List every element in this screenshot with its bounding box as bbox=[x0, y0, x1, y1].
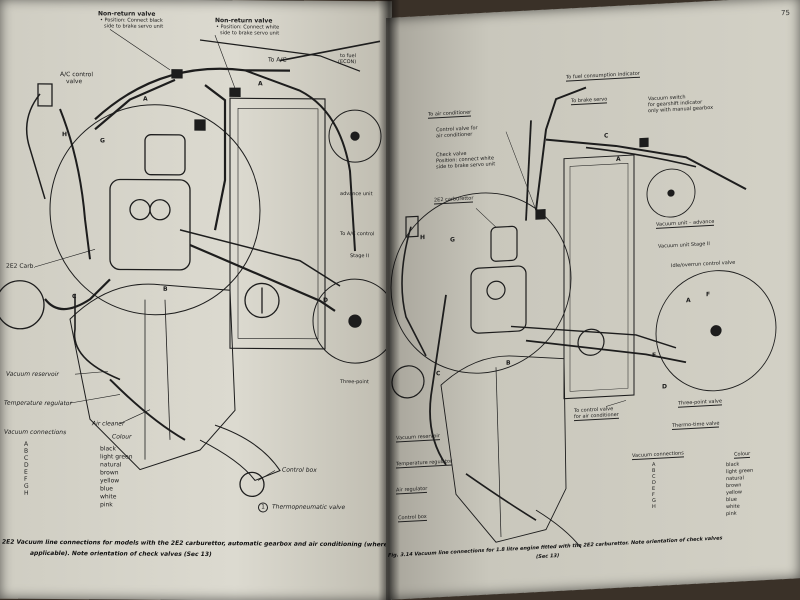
letter-g: G bbox=[100, 137, 105, 145]
letter-b: B bbox=[163, 285, 168, 293]
letter-e: E bbox=[652, 351, 657, 360]
letter-g: G bbox=[450, 236, 455, 244]
right-caption-line-2: (Sec 13) bbox=[536, 552, 560, 561]
conn-letter: A bbox=[24, 440, 29, 448]
letter-a-1: A bbox=[143, 95, 148, 103]
letter-d: D bbox=[323, 296, 328, 304]
right-diagram bbox=[390, 86, 777, 549]
advance-unit-label: advance unit bbox=[340, 191, 373, 198]
left-page: Non-return valve • Position: Connect bla… bbox=[0, 0, 392, 600]
carburettor-body bbox=[470, 265, 527, 334]
air-cleaner-label: Air cleaner bbox=[92, 420, 125, 428]
left-diagram bbox=[0, 29, 392, 498]
temperature-regulator-label: Temperature regulator bbox=[4, 399, 72, 408]
colour-header: Colour bbox=[112, 433, 132, 441]
stage-ii-label: Stage II bbox=[350, 253, 369, 260]
engine-block bbox=[229, 97, 326, 350]
reservoir-circle bbox=[0, 280, 45, 330]
conn-letter: E bbox=[24, 468, 28, 476]
conn-letter: B bbox=[24, 447, 29, 455]
conn-colour: blue bbox=[100, 485, 113, 493]
left-caption-line-2: applicable). Note orientation of check v… bbox=[30, 549, 212, 559]
valve-circle bbox=[655, 270, 777, 392]
letter-c-1: C bbox=[604, 132, 609, 140]
connection-letters-right: A B C D E F G H bbox=[652, 462, 656, 510]
letter-c: C bbox=[72, 293, 77, 301]
econ-label: (ECON) bbox=[338, 58, 357, 66]
to-ac-label: To A/C bbox=[268, 56, 287, 64]
letter-a-2: A bbox=[686, 297, 691, 305]
conn-letter: C bbox=[24, 454, 29, 462]
conn-colour: natural bbox=[100, 461, 122, 469]
conn-letter: H bbox=[24, 489, 29, 497]
carb-label: 2E2 Carb. bbox=[6, 262, 36, 270]
thermopneumatic-valve-label: Thermopneumatic valve bbox=[272, 503, 346, 512]
vacuum-connections-header: Vacuum connections bbox=[4, 428, 67, 437]
letter-a: A bbox=[616, 155, 621, 163]
ac-valve-label-2: valve bbox=[66, 78, 83, 86]
letter-h: H bbox=[420, 233, 426, 242]
valve-circle bbox=[312, 278, 392, 364]
to-ac-control-label: To A/C control bbox=[340, 231, 375, 238]
nrv2-position-2: side to brake servo unit bbox=[220, 30, 280, 37]
letter-a-2: A bbox=[258, 80, 263, 88]
conn-letter: G bbox=[24, 482, 29, 490]
letter-b: B bbox=[506, 359, 511, 367]
carb-circle bbox=[49, 104, 261, 316]
conn-colour: black bbox=[100, 445, 116, 453]
conn-colour: brown bbox=[100, 469, 119, 477]
carburettor-body bbox=[109, 178, 191, 271]
conn-colour: white bbox=[100, 493, 117, 501]
conn-letter: F bbox=[24, 475, 28, 483]
colour-header: Colour bbox=[734, 450, 751, 459]
conn-letter: D bbox=[24, 461, 29, 469]
three-point-label: Three-point bbox=[340, 379, 369, 386]
letter-c-2: C bbox=[436, 370, 441, 378]
connection-letters-left: A B C D E F G H bbox=[24, 441, 29, 497]
connection-colours-right: black light green natural brown yellow b… bbox=[726, 461, 753, 518]
control-box-label: Control box bbox=[282, 466, 317, 474]
connection-colours-left: black light green natural brown yellow b… bbox=[100, 445, 133, 509]
conn-colour: light green bbox=[100, 453, 133, 461]
conn-colour: pink bbox=[726, 510, 737, 518]
letter-d: D bbox=[662, 383, 667, 391]
engine-block bbox=[563, 154, 635, 400]
letter-f: F bbox=[706, 291, 711, 299]
vacuum-reservoir-label: Vacuum reservoir bbox=[6, 370, 59, 379]
conn-colour: yellow bbox=[100, 477, 120, 485]
conn-letter: H bbox=[652, 503, 656, 511]
distributor-circle bbox=[646, 168, 696, 218]
nrv1-position-2: side to brake servo unit bbox=[104, 23, 164, 30]
pulley bbox=[244, 282, 280, 319]
book-gutter bbox=[378, 0, 400, 600]
pulley bbox=[577, 328, 605, 356]
page-number: 75 bbox=[781, 8, 790, 18]
right-page: 75 To air conditioner To fuel consumptio… bbox=[386, 0, 800, 600]
thermo-number-marker: 1 bbox=[258, 502, 268, 513]
conn-colour: pink bbox=[100, 501, 113, 509]
letter-h: H bbox=[62, 131, 68, 139]
